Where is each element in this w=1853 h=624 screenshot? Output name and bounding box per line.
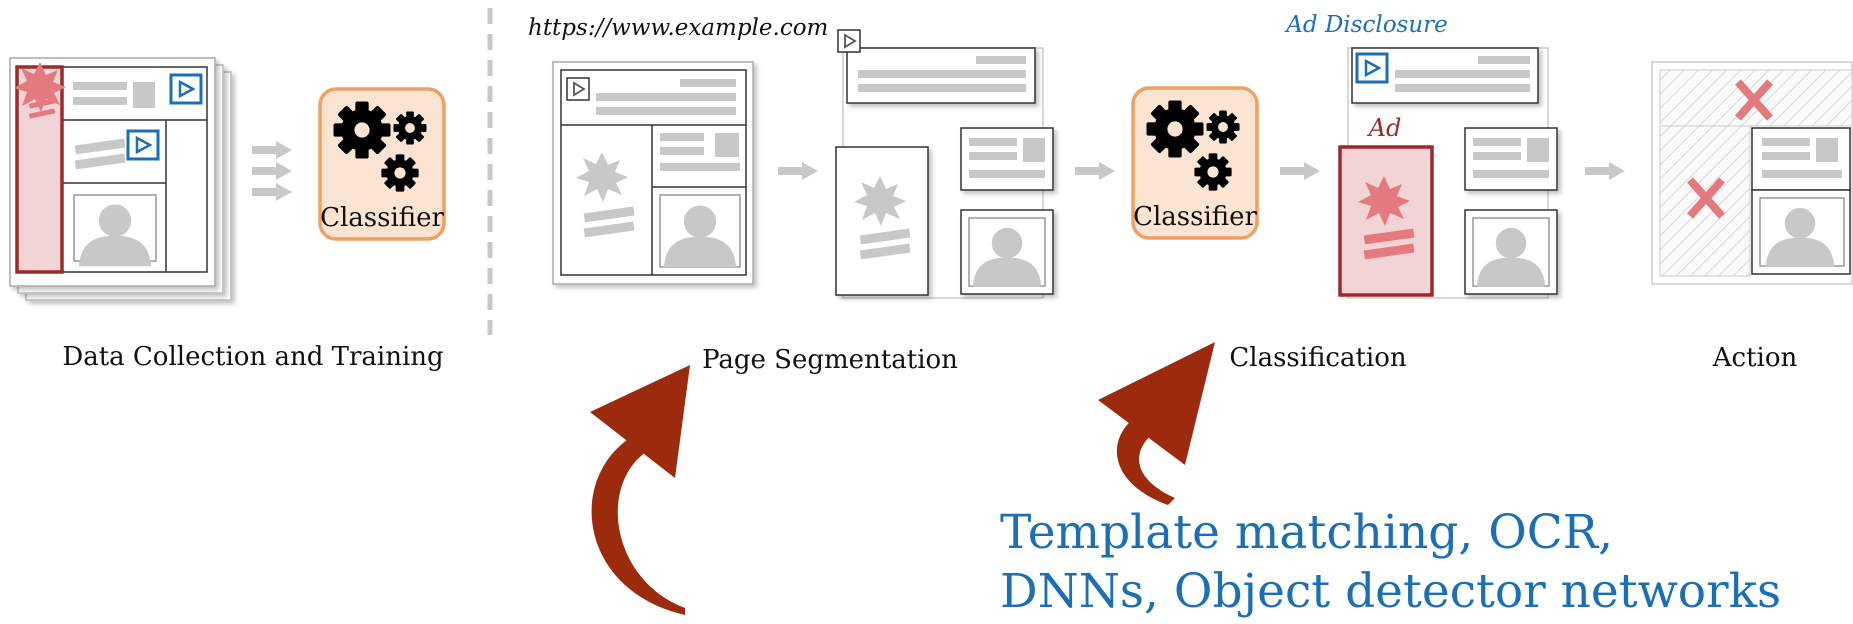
stage-label-training: Data Collection and Training	[62, 342, 443, 372]
segmentation-stage: https://www.example.com	[528, 15, 1054, 375]
classifier-box: Classifier	[1131, 86, 1259, 240]
arrow-right-icon	[252, 141, 292, 201]
methods-line-1: Template matching, OCR,	[1000, 505, 1613, 560]
page-stack	[9, 57, 232, 301]
callout-arrow-segmentation	[590, 365, 690, 615]
arrow-right-icon	[1075, 162, 1115, 180]
play-icon	[837, 29, 861, 53]
stage-label-classification: Classification	[1229, 343, 1407, 373]
arrow-right-icon	[778, 162, 818, 180]
segments	[835, 29, 1054, 299]
stage-label-segmentation: Page Segmentation	[702, 345, 958, 375]
classifier-box: Classifier	[318, 87, 446, 241]
classifier-label: Classifier	[1133, 202, 1257, 232]
play-icon	[126, 129, 160, 161]
webpage-thumbnail	[552, 61, 754, 285]
play-icon	[1355, 52, 1389, 84]
stage-label-action: Action	[1712, 343, 1798, 373]
callout-arrow-classification	[1098, 342, 1215, 505]
x-mark-icon	[1735, 79, 1773, 121]
play-icon	[169, 73, 203, 105]
classifier-label: Classifier	[320, 203, 444, 233]
training-stage: Classifier Data Collection and Training	[9, 57, 446, 372]
gears-icon	[1146, 100, 1240, 191]
ad-disclosure-label: Ad Disclosure	[1284, 12, 1448, 38]
classification-stage: Classifier Ad Disclosure Ad	[1131, 12, 1558, 373]
play-icon	[566, 77, 590, 101]
arrow-right-icon	[1280, 162, 1320, 180]
x-mark-icon	[1687, 177, 1725, 219]
methods-line-2: DNNs, Object detector networks	[1000, 564, 1781, 619]
page-url: https://www.example.com	[528, 15, 828, 41]
arrow-right-icon	[1585, 162, 1625, 180]
action-stage: Action	[1651, 61, 1853, 373]
ad-label: Ad	[1367, 114, 1402, 142]
gears-icon	[333, 101, 427, 192]
classified-segments: Ad	[1338, 47, 1558, 299]
